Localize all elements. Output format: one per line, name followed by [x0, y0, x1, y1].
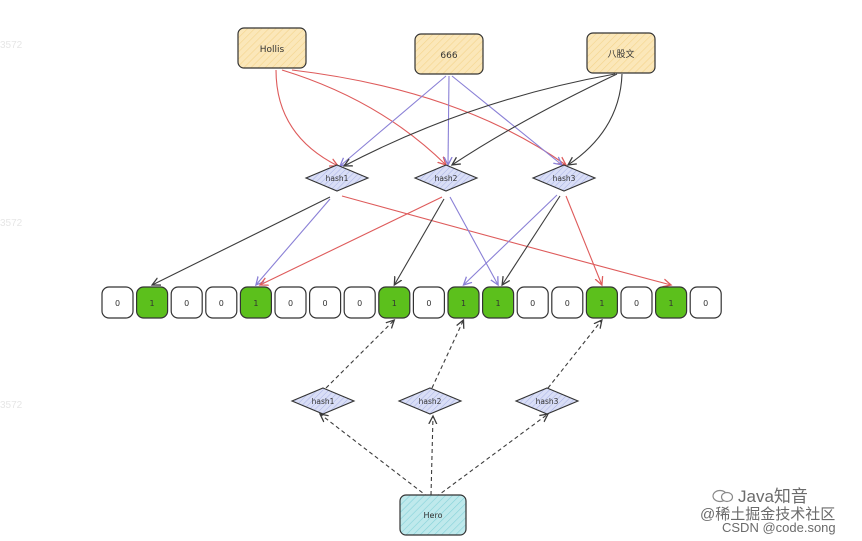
arrow-hero-hash1	[320, 414, 429, 498]
bit-cell-3: 0	[205, 286, 238, 319]
bit-cell-10: 1	[447, 286, 480, 319]
hash-label: hash1	[326, 174, 349, 183]
brand-watermark: Java知音	[738, 487, 808, 506]
hash-node-bottom-2: hash2	[397, 387, 463, 415]
input-label: 八股文	[607, 48, 634, 60]
hash-node-top-3: hash3	[531, 164, 597, 192]
arrow-hollis-hash3	[291, 69, 566, 165]
juejin-watermark: @稀土掘金技术社区	[700, 506, 836, 523]
input-node-1: Hollis	[237, 27, 307, 69]
bit-cell-9: 0	[412, 286, 445, 319]
bit-cell-15: 0	[620, 286, 653, 319]
diagram-nodes: Hollis 666 八股文 hash1 hash2 hash3 hash1 hash2 has…	[101, 27, 722, 536]
arrow-qhash1-bit8	[325, 320, 394, 389]
arrow-qhash3-bit14	[547, 320, 602, 389]
arrow-bagu-hash2	[452, 73, 618, 165]
arrow-hash3-bit10	[464, 194, 558, 285]
hash-label: hash1	[312, 397, 335, 406]
bit-value: 0	[703, 299, 708, 308]
bit-cell-1: 1	[136, 286, 169, 319]
input-label: 666	[440, 51, 457, 61]
arrow-hero-hash2	[431, 416, 433, 496]
arrow-hash1-bit4	[256, 198, 331, 285]
bit-cell-11: 1	[482, 286, 515, 319]
bit-value: 1	[599, 299, 604, 308]
hash-label: hash3	[553, 174, 576, 183]
faint-watermark-3: 3572	[0, 400, 23, 411]
bit-value: 0	[288, 299, 293, 308]
arrow-bagu-hash1	[344, 73, 616, 166]
bit-cell-0: 0	[101, 286, 134, 319]
arrow-hollis-hash2	[281, 69, 446, 165]
bit-cell-14: 1	[585, 286, 619, 319]
hash-label: hash3	[536, 397, 559, 406]
bit-cell-4: 1	[239, 286, 272, 319]
hash-node-top-1: hash1	[304, 164, 370, 192]
faint-watermark-1: 3572	[0, 40, 23, 51]
arrow-hash3-bit11	[502, 195, 561, 285]
arrow-hash3-bit14	[565, 195, 602, 285]
bit-value: 1	[253, 299, 258, 308]
hash-node-top-2: hash2	[413, 164, 479, 192]
bit-value: 1	[392, 299, 397, 308]
bit-cell-16: 1	[654, 286, 688, 319]
arrow-hash2-bit8	[394, 198, 445, 285]
bit-value: 0	[357, 299, 362, 308]
hash-node-bottom-1: hash1	[290, 387, 356, 415]
bit-value: 0	[219, 299, 224, 308]
bit-cell-8: 1	[378, 286, 411, 319]
arrow-666-hash2	[448, 75, 449, 165]
hash-label: hash2	[435, 174, 458, 183]
hash-node-bottom-3: hash3	[514, 387, 580, 415]
faint-watermark-2: 3572	[0, 218, 23, 229]
arrow-666-hash3	[451, 75, 562, 165]
arrow-hash1-bit1	[152, 196, 331, 285]
arrow-qhash2-bit10	[431, 320, 464, 389]
bit-cell-6: 0	[309, 286, 342, 319]
arrow-hollis-hash1	[275, 69, 338, 166]
bit-cell-12: 0	[516, 286, 549, 319]
input-node-2: 666	[414, 33, 484, 75]
csdn-watermark: CSDN @code.song	[722, 520, 836, 535]
arrow-hash1-bit16	[341, 195, 671, 285]
bit-value: 0	[184, 299, 189, 308]
bit-value: 0	[115, 299, 120, 308]
arrow-hash2-bit11	[449, 196, 498, 285]
hash-label: hash2	[419, 397, 442, 406]
bit-value: 0	[565, 299, 570, 308]
wechat-icon	[712, 488, 734, 503]
bit-value: 0	[530, 299, 535, 308]
bit-cell-17: 0	[689, 286, 722, 319]
query-node: Hero	[399, 494, 467, 536]
arrow-666-hash1	[340, 75, 447, 166]
bit-cell-2: 0	[170, 286, 203, 319]
query-label: Hero	[424, 511, 443, 520]
bit-value: 1	[496, 299, 501, 308]
bit-cell-7: 0	[343, 286, 376, 319]
bit-cell-5: 0	[274, 286, 307, 319]
bit-value: 0	[634, 299, 639, 308]
input-node-3: 八股文	[586, 32, 656, 74]
connector-arrows	[152, 69, 671, 498]
bit-value: 0	[426, 299, 431, 308]
bit-cell-13: 0	[551, 286, 584, 319]
bit-value: 1	[461, 299, 466, 308]
arrow-bagu-hash3	[568, 73, 623, 165]
arrow-hash2-bit4	[260, 196, 443, 285]
bit-value: 0	[323, 299, 328, 308]
input-label: Hollis	[260, 45, 285, 55]
bit-value: 1	[150, 299, 155, 308]
arrow-hero-hash3	[435, 414, 548, 498]
bit-value: 1	[669, 299, 674, 308]
